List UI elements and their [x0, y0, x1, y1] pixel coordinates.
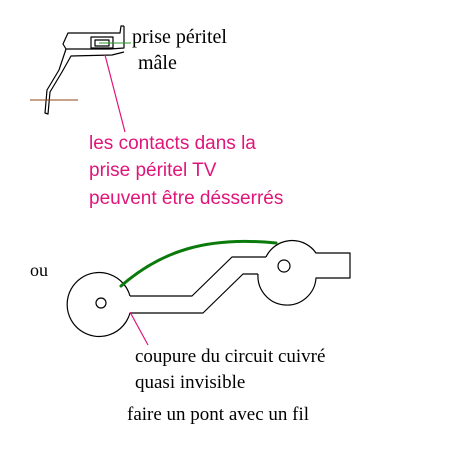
label-ou: ou: [30, 260, 48, 280]
annotation-contacts-line-1: les contacts dans la: [89, 133, 256, 154]
pcb-track-drawing: [66, 239, 351, 338]
pcb-left-pad-hole: [95, 297, 107, 309]
scart-plug-drawing: [44, 25, 125, 115]
annotation-pointer-break: [129, 311, 149, 346]
scart-plug-body: [44, 25, 125, 115]
label-faire-un-pont: faire un pont avec un fil: [127, 404, 310, 425]
label-coupure-line-2: quasi invisible: [135, 372, 246, 393]
annotation-contacts-line-2: prise péritel TV: [89, 160, 217, 181]
pcb-copper-trace: [130, 256, 266, 314]
pcb-left-pad: [66, 271, 131, 338]
pcb-right-pad: [257, 239, 351, 306]
pcb-right-pad-hole: [277, 259, 291, 273]
label-prise-peritel: prise péritel: [132, 26, 227, 48]
bridge-wire: [119, 239, 278, 288]
label-coupure-line-1: coupure du circuit cuivré: [135, 346, 326, 367]
annotation-pointer-contacts: [104, 54, 126, 133]
label-male: mâle: [138, 52, 177, 74]
annotation-contacts-line-3: peuvent être désserrés: [89, 188, 284, 209]
